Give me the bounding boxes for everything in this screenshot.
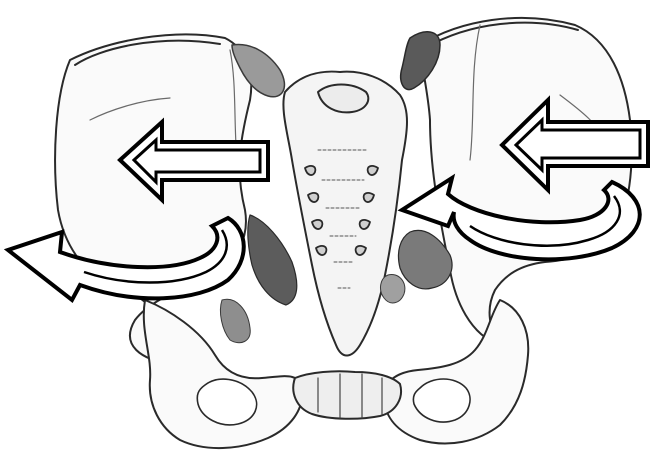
right-pelvic-blob bbox=[381, 274, 405, 302]
pubic-symphysis bbox=[293, 371, 401, 419]
left-lower-shadow bbox=[220, 299, 250, 342]
right-ischium bbox=[384, 300, 528, 444]
left-pelvic-shadow bbox=[248, 215, 297, 305]
sacrum bbox=[283, 72, 407, 356]
right-obturator-foramen bbox=[413, 379, 470, 422]
